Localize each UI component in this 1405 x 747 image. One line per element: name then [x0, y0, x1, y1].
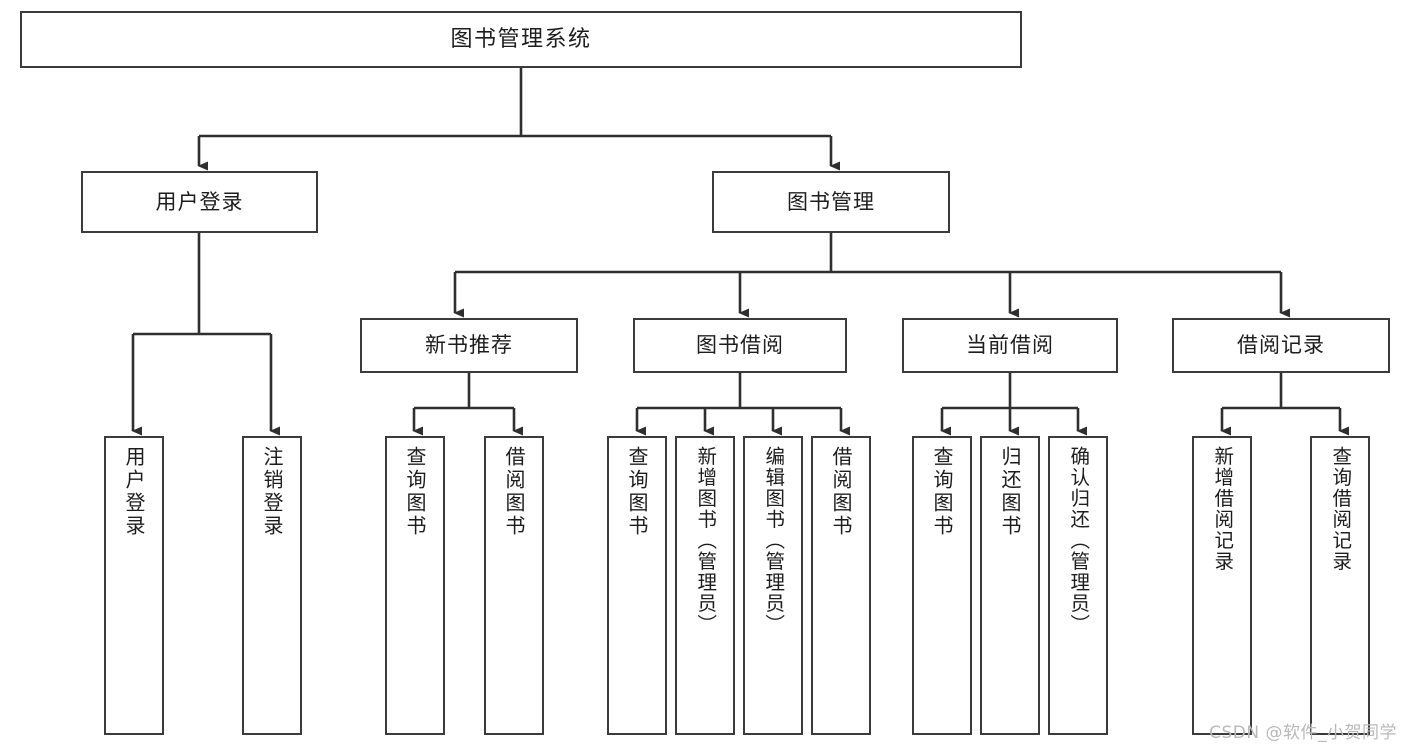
node-borrow-record[interactable]: 借阅记录 — [1172, 318, 1390, 373]
leaf-query-borrow-record[interactable]: 查询借阅记录 — [1310, 436, 1370, 735]
node-book-borrow[interactable]: 图书借阅 — [633, 318, 847, 373]
leaf-query-book-current[interactable]: 查询图书 — [912, 436, 972, 735]
node-new-book-recommend[interactable]: 新书推荐 — [360, 318, 578, 373]
csdn-watermark: CSDN @软件_小贺同学 — [1209, 723, 1397, 743]
node-book-management[interactable]: 图书管理 — [712, 171, 950, 233]
leaf-query-book-borrow[interactable]: 查询图书 — [607, 436, 667, 735]
node-current-borrow-label: 当前借阅 — [966, 333, 1054, 358]
leaf-user-login-label: 用户登录 — [122, 446, 146, 538]
leaf-borrow-book-recommend[interactable]: 借阅图书 — [484, 436, 544, 735]
leaf-query-book-recommend-label: 查询图书 — [403, 446, 427, 538]
node-root-label: 图书管理系统 — [450, 26, 592, 52]
leaf-add-borrow-record-label: 新增借阅记录 — [1210, 446, 1234, 572]
node-borrow-record-label: 借阅记录 — [1237, 333, 1325, 358]
node-current-borrow[interactable]: 当前借阅 — [902, 318, 1118, 373]
leaf-return-book-label: 归还图书 — [998, 446, 1022, 538]
node-book-borrow-label: 图书借阅 — [696, 333, 784, 358]
leaf-user-logout[interactable]: 注销登录 — [242, 436, 302, 735]
leaf-add-book-admin-label: 新增图书（管理员） — [693, 446, 717, 635]
leaf-borrow-book-borrow[interactable]: 借阅图书 — [811, 436, 871, 735]
leaf-query-book-recommend[interactable]: 查询图书 — [385, 436, 445, 735]
leaf-return-book[interactable]: 归还图书 — [980, 436, 1040, 735]
leaf-confirm-return-admin[interactable]: 确认归还（管理员） — [1048, 436, 1108, 735]
leaf-borrow-book-borrow-label: 借阅图书 — [829, 446, 853, 538]
node-root-book-management-system[interactable]: 图书管理系统 — [20, 11, 1022, 68]
leaf-confirm-return-admin-label: 确认归还（管理员） — [1066, 446, 1090, 635]
leaf-add-borrow-record[interactable]: 新增借阅记录 — [1192, 436, 1252, 735]
leaf-user-login[interactable]: 用户登录 — [104, 436, 164, 735]
leaf-borrow-book-recommend-label: 借阅图书 — [502, 446, 526, 538]
node-user-login[interactable]: 用户登录 — [81, 171, 318, 233]
leaf-edit-book-admin[interactable]: 编辑图书（管理员） — [743, 436, 803, 735]
leaf-user-logout-label: 注销登录 — [260, 446, 284, 538]
node-book-management-label: 图书管理 — [787, 189, 875, 214]
leaf-edit-book-admin-label: 编辑图书（管理员） — [761, 446, 785, 635]
leaf-query-borrow-record-label: 查询借阅记录 — [1328, 446, 1352, 572]
node-new-book-recommend-label: 新书推荐 — [425, 333, 513, 358]
leaf-add-book-admin[interactable]: 新增图书（管理员） — [675, 436, 735, 735]
leaf-query-book-current-label: 查询图书 — [930, 446, 954, 538]
node-user-login-label: 用户登录 — [155, 189, 244, 214]
leaf-query-book-borrow-label: 查询图书 — [625, 446, 649, 538]
